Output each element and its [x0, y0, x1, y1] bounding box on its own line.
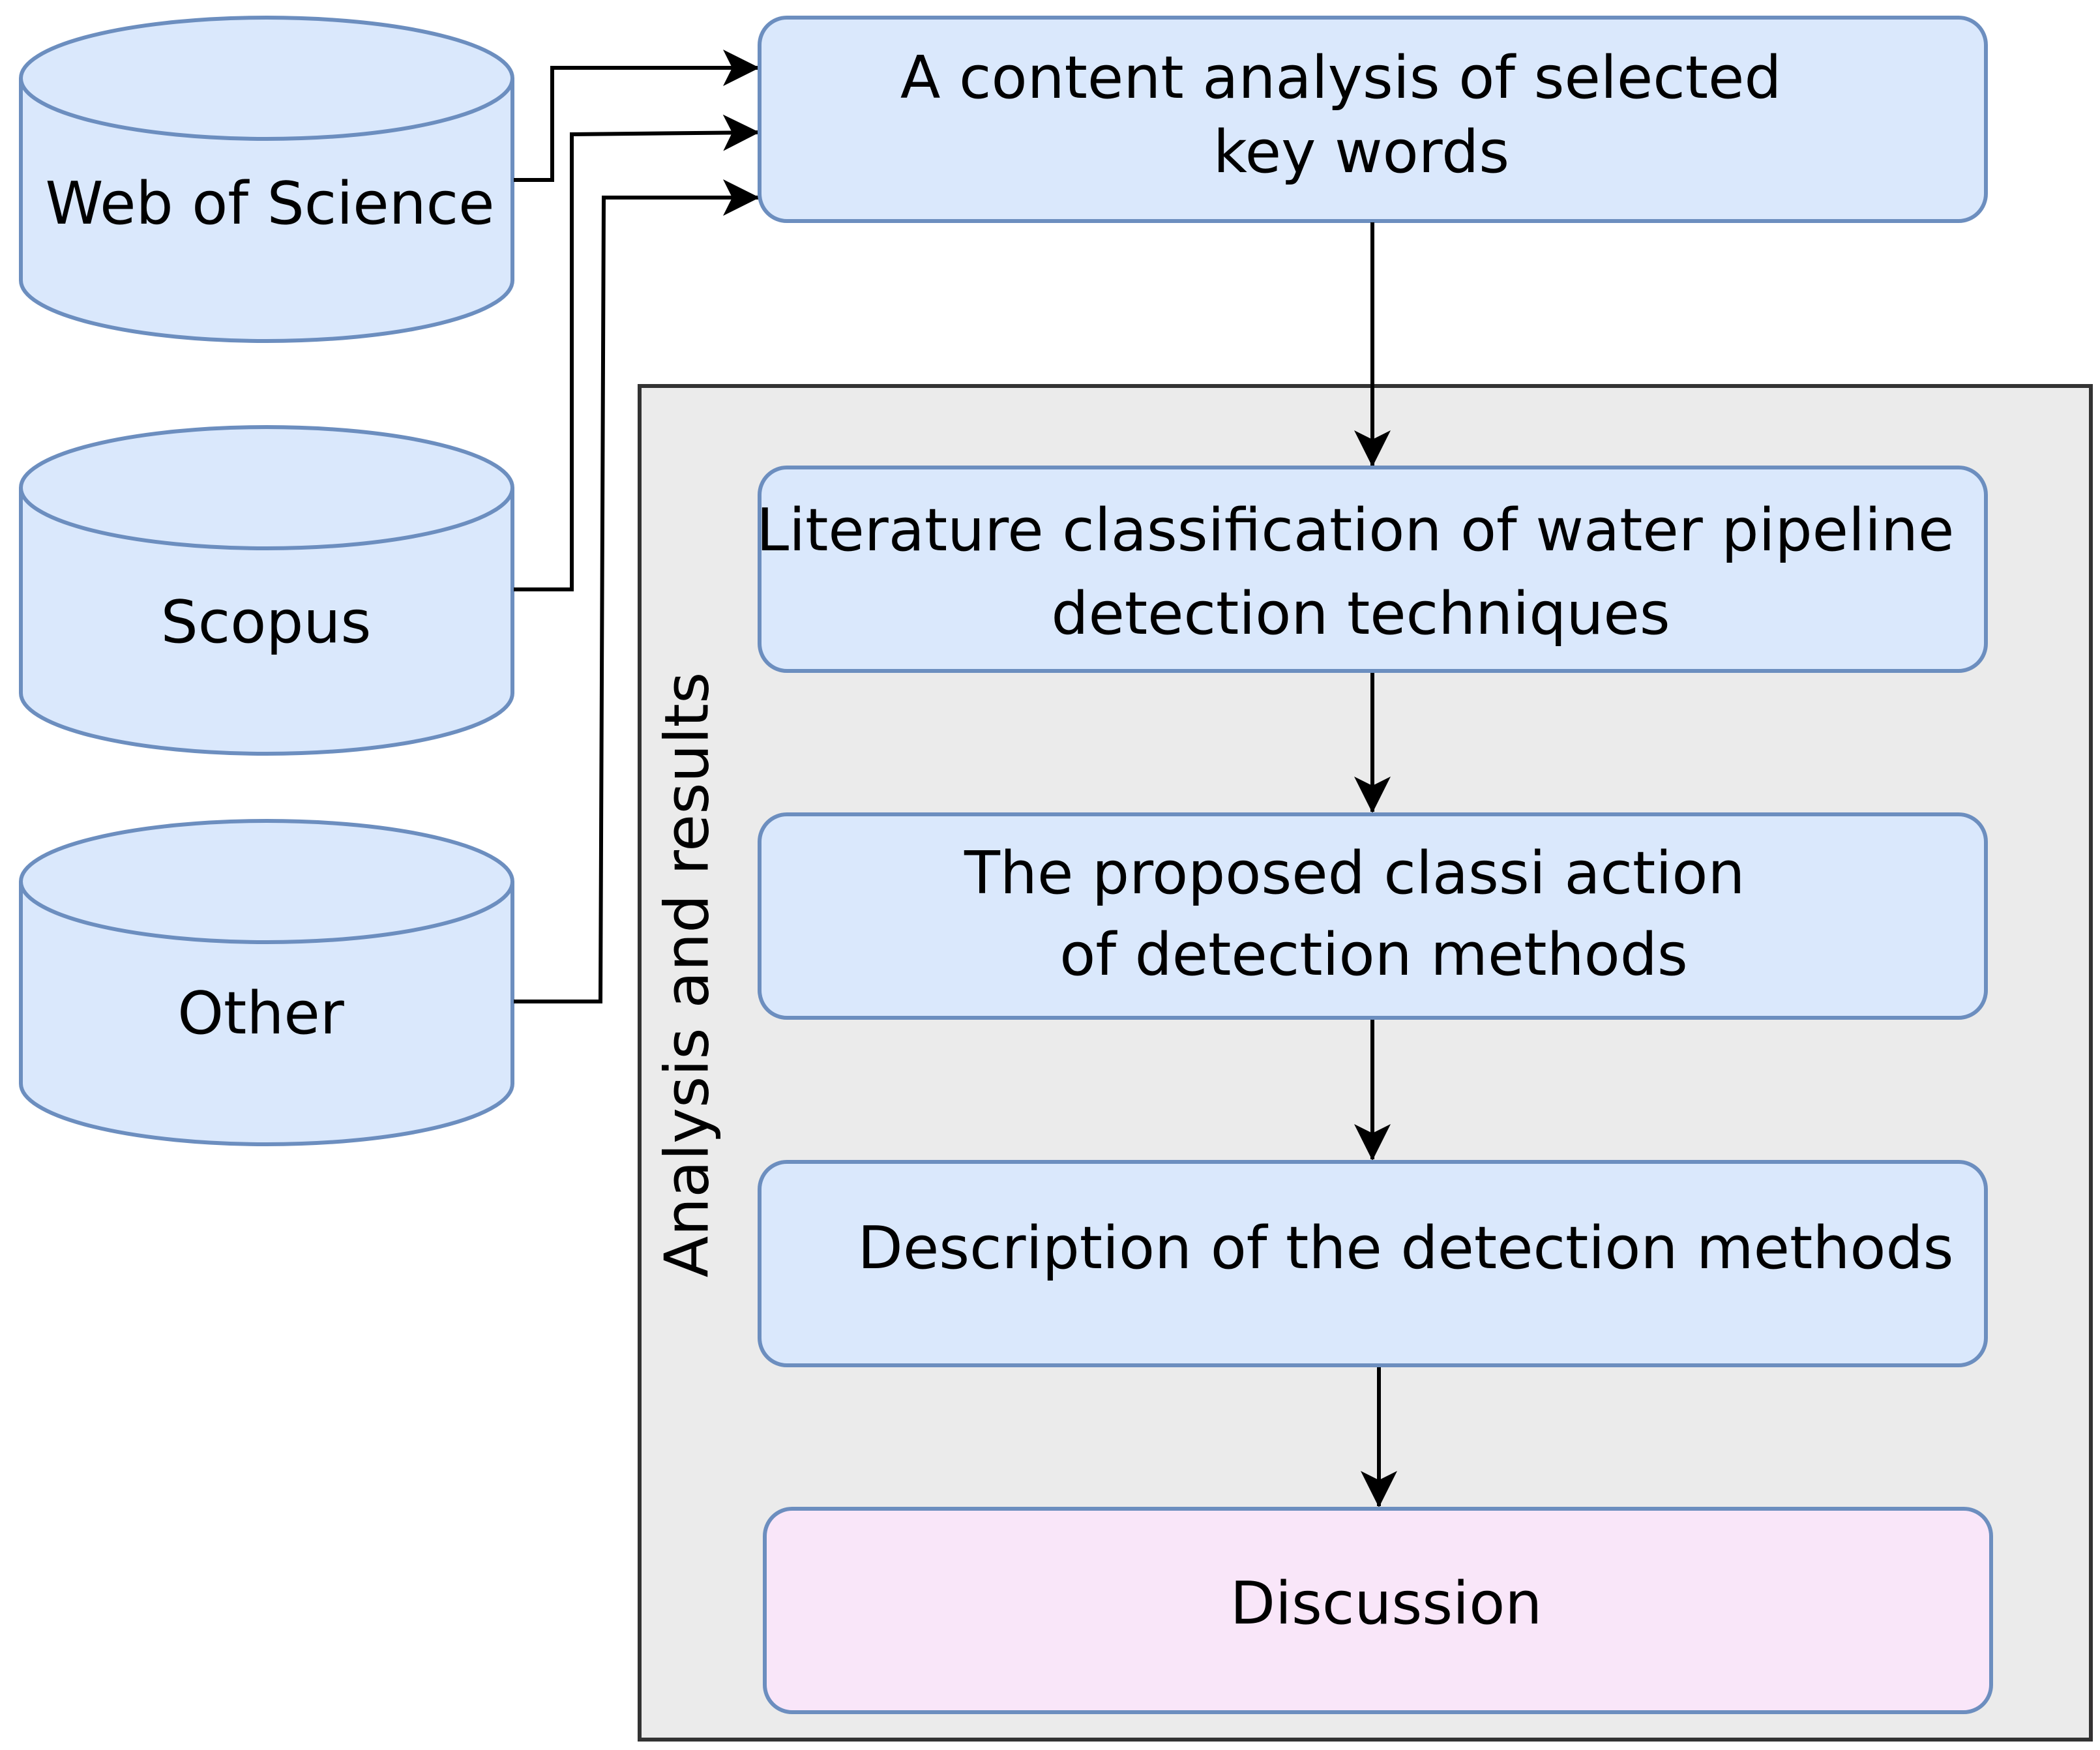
content-analysis-node: A content analysis of selected key words [758, 16, 1988, 223]
literature-line-2: detection techniques [1051, 580, 1670, 648]
analysis-results-label: Analysis and results [651, 672, 722, 1278]
database-cylinder-top [19, 425, 514, 550]
source-label: Web of Science [45, 170, 494, 238]
content-analysis-line-2: key words [1213, 118, 1509, 186]
connector-scopus-to-content-analysis [514, 114, 760, 591]
source-label: Scopus [161, 588, 372, 657]
source-label: Other [177, 979, 344, 1048]
database-cylinder-body [19, 488, 514, 756]
content-analysis-line-1: A content analysis of selected [900, 44, 1782, 112]
database-cylinder-body [19, 882, 514, 1146]
step-connectors [1354, 222, 1397, 1507]
source-scopus: Scopus [19, 425, 514, 756]
database-cylinder-body [19, 78, 514, 343]
discussion-box [763, 1507, 1993, 1714]
literature-line-1: Literature classification of water pipel… [756, 496, 1955, 565]
database-cylinder-top [19, 16, 514, 141]
proposed-classification-label: The proposed classi action of detection … [964, 839, 1764, 989]
proposed-classification-node: The proposed classi action of detection … [758, 812, 1988, 1020]
discussion-label: Discussion [1230, 1569, 1543, 1638]
description-label: Description of the detection methods [858, 1214, 1954, 1283]
source-web-of-science: Web of Science [19, 16, 514, 343]
connector-wos-to-content-analysis [514, 50, 760, 182]
source-other: Other [19, 819, 514, 1146]
description-box [758, 1160, 1988, 1367]
description-node: Description of the detection methods [758, 1160, 1988, 1367]
proposed-line-1: The proposed classi action [964, 839, 1745, 908]
literature-classification-node: Literature classification of water pipel… [756, 466, 1988, 673]
proposed-line-2: of detection methods [1059, 921, 1687, 989]
discussion-node: Discussion [763, 1507, 1993, 1714]
literature-classification-label: Literature classification of water pipel… [756, 496, 1973, 648]
proposed-classification-box [758, 812, 1988, 1020]
content-analysis-box [758, 16, 1988, 223]
source-connectors [514, 50, 760, 1003]
database-cylinder-top [19, 819, 514, 944]
literature-classification-box [758, 466, 1988, 673]
connector-other-to-content-analysis [514, 179, 760, 1003]
content-analysis-label: A content analysis of selected key words [900, 44, 1800, 186]
